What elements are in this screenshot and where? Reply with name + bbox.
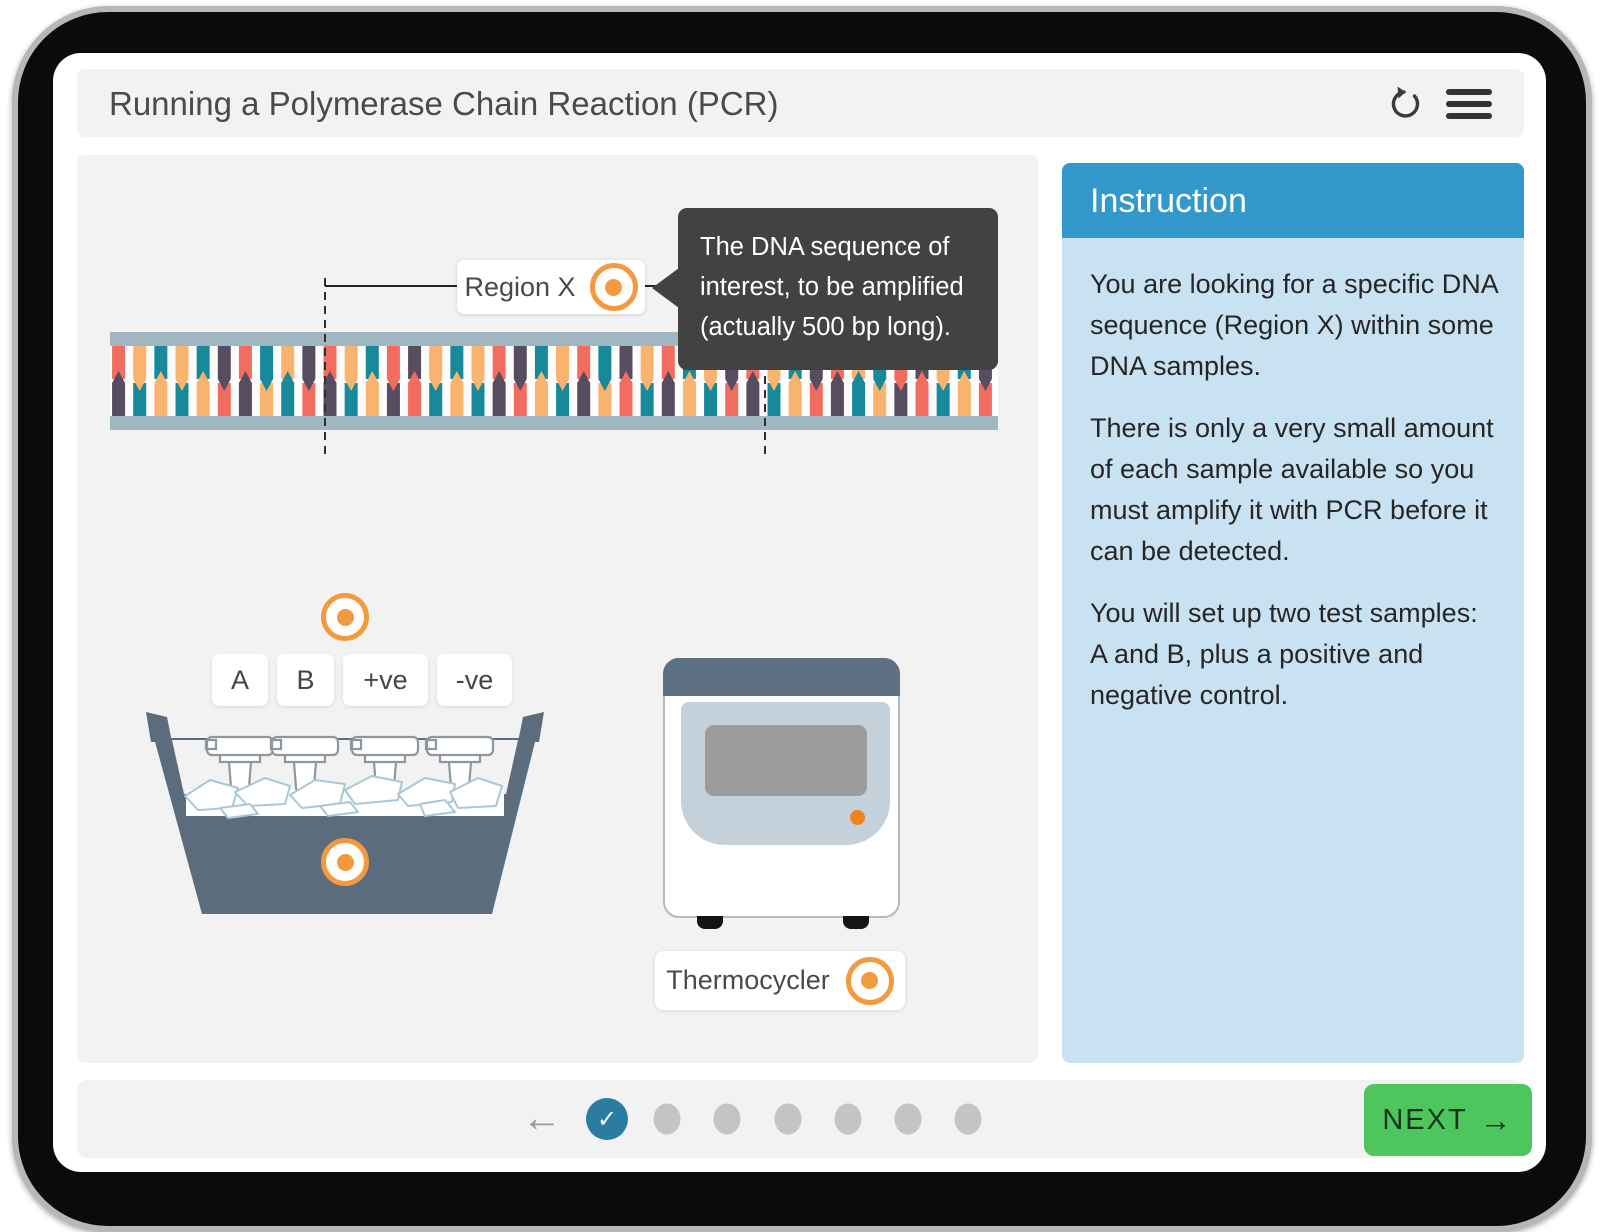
region-x-label: Region X [457, 260, 645, 314]
header-bar: Running a Polymerase Chain Reaction (PCR… [77, 69, 1524, 137]
back-button[interactable]: ← [522, 1096, 562, 1140]
tablet-frame: Running a Polymerase Chain Reaction (PCR… [12, 6, 1592, 1232]
step-dot[interactable] [834, 1103, 862, 1135]
next-button[interactable]: NEXT → [1364, 1084, 1532, 1156]
tubes-hotspot[interactable] [321, 593, 369, 641]
ice-bucket-hotspot[interactable] [321, 838, 369, 886]
step-dot[interactable] [894, 1103, 922, 1135]
instruction-paragraph: You will set up two test samples: A and … [1090, 598, 1478, 711]
reset-icon[interactable] [1386, 85, 1424, 123]
thermocycler-power-dot [850, 810, 865, 825]
step-dot[interactable] [954, 1103, 982, 1135]
tube-label-chip: -ve [437, 654, 512, 706]
activity-canvas: Region X The DNA sequence of interest, t… [77, 155, 1038, 1063]
thermocycler-label: Thermocycler [655, 951, 905, 1010]
step-dot[interactable] [713, 1103, 741, 1135]
next-arrow-icon: → [1479, 1101, 1514, 1138]
step-dot[interactable] [774, 1103, 802, 1135]
page-title: Running a Polymerase Chain Reaction (PCR… [109, 85, 779, 122]
thermocycler-text: Thermocycler [666, 965, 830, 995]
dna-backbone-bottom [110, 416, 998, 430]
instruction-paragraph: There is only a very small amount of eac… [1090, 413, 1494, 567]
tube-label-chip: B [277, 654, 334, 706]
next-label: NEXT [1382, 1103, 1468, 1136]
thermocycler-lid [663, 658, 900, 696]
tube-label-chip: A [212, 654, 268, 706]
ice-bucket [146, 712, 544, 914]
menu-icon[interactable] [1446, 89, 1492, 119]
thermocycler-foot [697, 916, 723, 929]
region-pointer-line [325, 285, 457, 287]
region-x-text: Region X [464, 271, 576, 302]
region-x-tooltip: The DNA sequence of interest, to be ampl… [652, 208, 998, 370]
thermocycler-machine [663, 658, 900, 929]
thermocycler-foot [843, 916, 869, 929]
tube-label-chip: +ve [343, 654, 428, 706]
thermocycler-hotspot[interactable] [845, 956, 894, 1005]
screen: Running a Polymerase Chain Reaction (PCR… [53, 53, 1546, 1172]
region-x-hotspot[interactable] [589, 263, 638, 311]
footer-bar: ← ✓ [77, 1080, 1524, 1158]
instruction-panel: Instruction You are looking for a specif… [1062, 163, 1524, 1063]
thermocycler-screen [705, 725, 867, 796]
region-boundary-left [324, 278, 326, 455]
sample-tubes [204, 735, 495, 806]
instruction-body: You are looking for a specific DNA seque… [1062, 238, 1524, 716]
instruction-paragraph: You are looking for a specific DNA seque… [1090, 269, 1498, 382]
step-dot[interactable] [653, 1103, 681, 1135]
thermocycler-panel [681, 702, 890, 845]
step-dot-completed[interactable]: ✓ [586, 1098, 628, 1140]
ice [184, 775, 504, 819]
instruction-title: Instruction [1062, 163, 1524, 238]
